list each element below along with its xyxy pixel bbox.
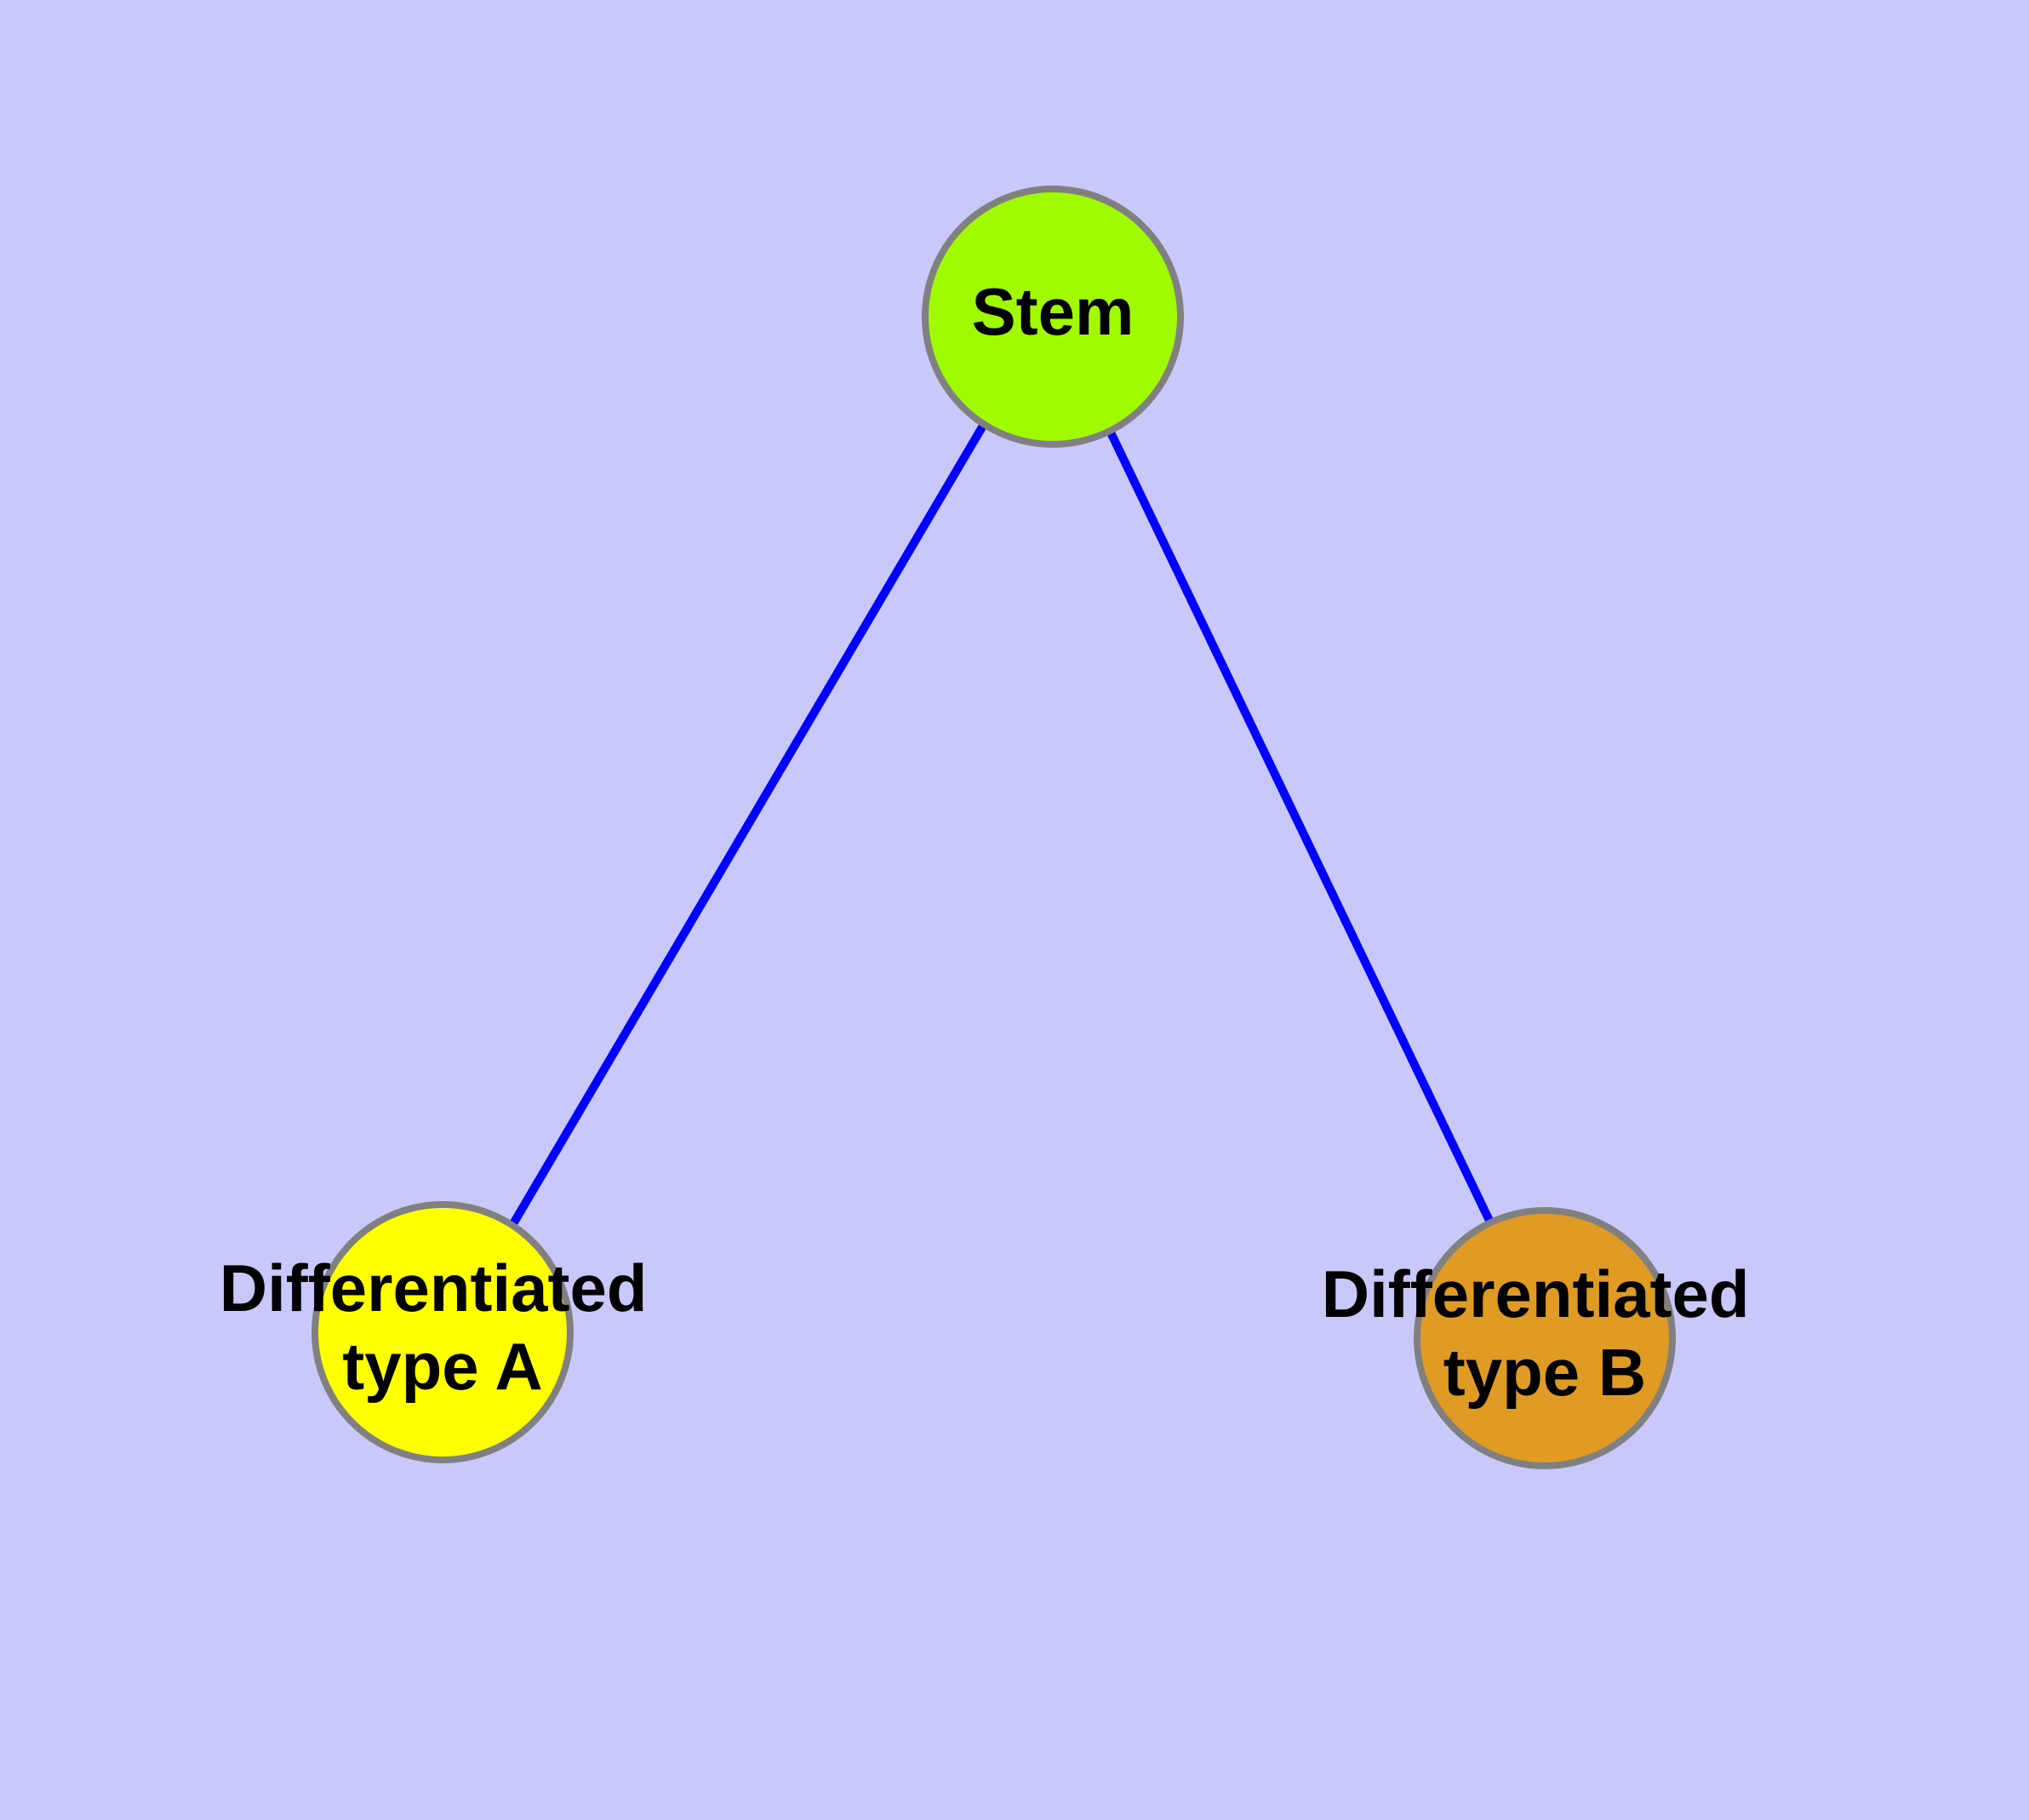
- node-diff-b[interactable]: [1414, 1207, 1676, 1469]
- node-stem-label: Stem: [972, 274, 1135, 349]
- edge-stem-to-diff-a[interactable]: [507, 423, 987, 1229]
- node-diff-b-label-line-1: Differentiated: [1322, 1256, 1750, 1331]
- node-diff-a-circle[interactable]: [311, 1201, 574, 1463]
- edge-stem-to-diff-b[interactable]: [1106, 430, 1495, 1227]
- node-layer: Stem Differentiated type A Differentiate…: [220, 186, 1768, 1469]
- node-diff-b-label-line-2: type B: [1443, 1335, 1646, 1410]
- node-diff-a-label-line-2: type A: [342, 1329, 543, 1404]
- node-stem-circle[interactable]: [922, 186, 1184, 448]
- node-diff-a-label: Differentiated type A: [220, 1251, 666, 1404]
- node-diff-a[interactable]: [311, 1201, 574, 1463]
- node-stem-label-line-1: Stem: [972, 274, 1135, 349]
- edge-layer: [507, 423, 1495, 1229]
- node-stem[interactable]: Stem: [922, 186, 1184, 448]
- node-diff-b-label: Differentiated type B: [1322, 1256, 1768, 1410]
- node-diff-a-label-line-1: Differentiated: [220, 1251, 648, 1325]
- node-diff-b-circle[interactable]: [1414, 1207, 1676, 1469]
